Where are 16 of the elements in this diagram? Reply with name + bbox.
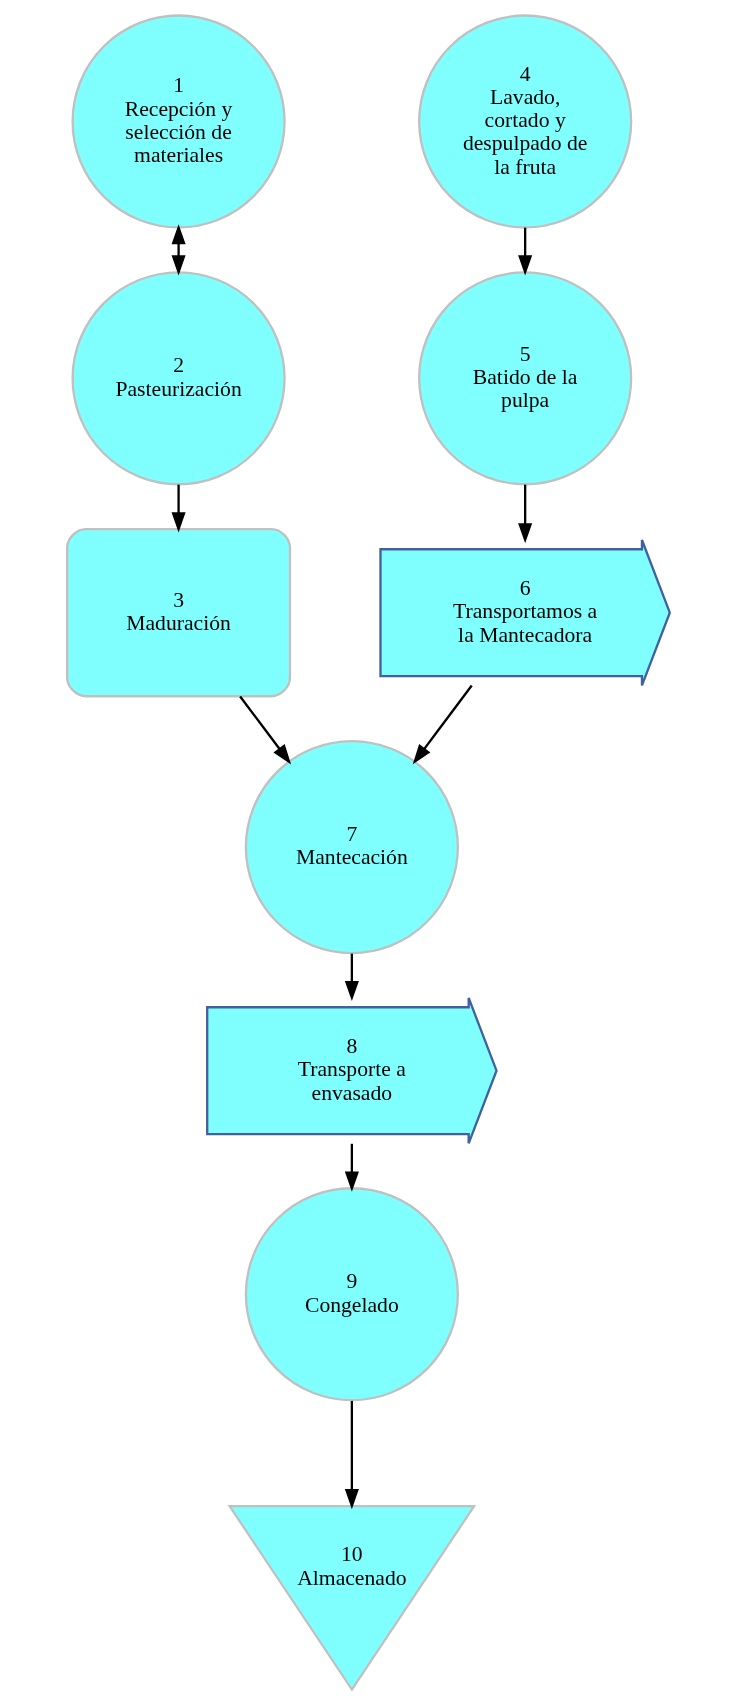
- arrow: [344, 953, 359, 1002]
- arrow: [344, 1400, 359, 1510]
- node-circle: 7 Mantecación: [244, 739, 459, 955]
- arrow: [171, 484, 186, 533]
- arrow: [517, 227, 532, 276]
- arrow: [412, 684, 473, 765]
- node-circle: 2 Pasteurización: [70, 271, 286, 486]
- node-circle: 4 Lavado, cortado y despulpado de la fruta: [417, 14, 632, 229]
- arrow: [238, 695, 291, 765]
- node-box: 3 Maduración: [65, 528, 291, 698]
- arrow: [344, 1143, 359, 1192]
- node-circle: 9 Congelado: [244, 1187, 459, 1402]
- arrow: [171, 224, 186, 276]
- node-circle: 5 Batido de la pulpa: [417, 271, 632, 486]
- node-circle: 1 Recepción y selección de materiales: [70, 14, 286, 229]
- arrow: [517, 484, 532, 544]
